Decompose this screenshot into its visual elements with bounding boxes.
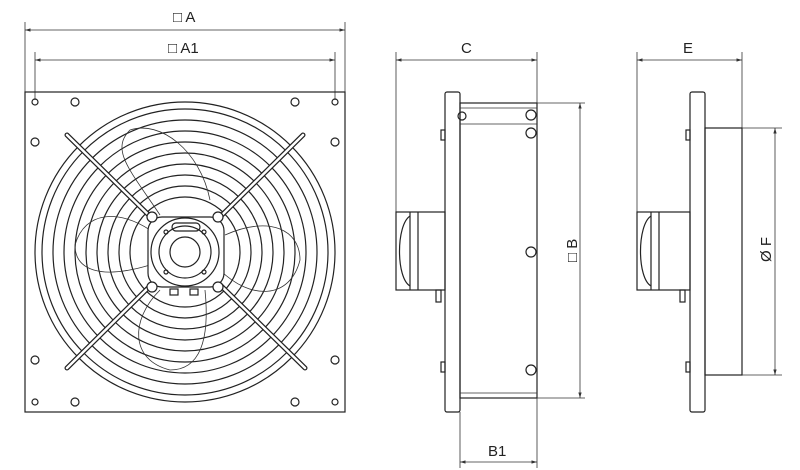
motor-side-round [636, 211, 691, 303]
fan-blades [74, 127, 301, 371]
mounting-plate [24, 91, 346, 413]
label-a: □ A [173, 9, 195, 26]
side-view: C □ B B1 [395, 40, 585, 468]
guard-grille [34, 101, 336, 403]
fan-housing [459, 102, 538, 399]
mounting-holes [30, 97, 340, 407]
label-f: Ø F [758, 237, 775, 262]
label-b1: B1 [488, 443, 506, 460]
label-b: □ B [564, 239, 581, 262]
label-e: E [683, 40, 693, 57]
side-plate [444, 91, 461, 413]
brand-logo [171, 222, 201, 232]
motor-side [395, 211, 446, 303]
side-view-round: E Ø F [636, 40, 782, 413]
label-c: C [461, 40, 472, 57]
side-plate-round [689, 91, 706, 413]
motor-hub [146, 211, 225, 296]
front-view: □ A □ A1 [24, 9, 346, 413]
label-a1: □ A1 [168, 40, 199, 57]
cylindrical-housing [704, 127, 743, 376]
